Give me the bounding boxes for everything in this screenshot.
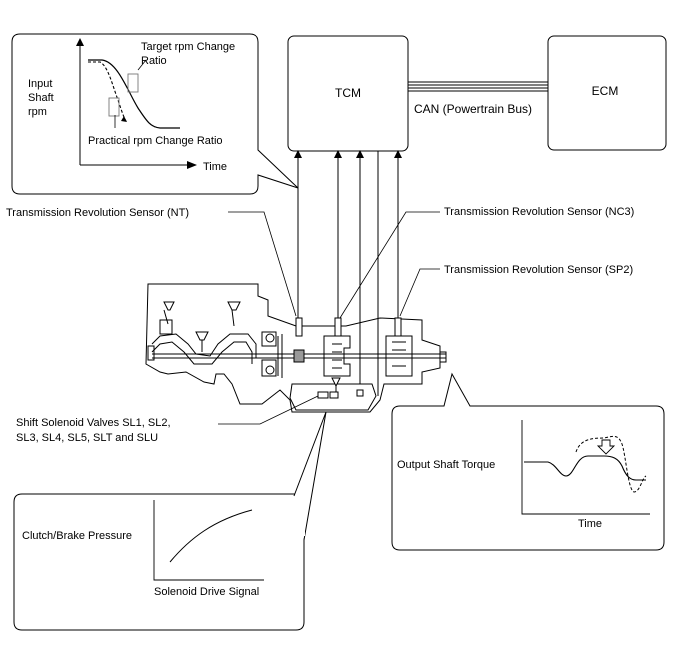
target-rpm-label-2: Ratio — [141, 55, 167, 67]
torque-ylabel: Output Shaft Torque — [397, 459, 495, 471]
rpm-time-label: Time — [203, 161, 227, 173]
ecm-label: ECM — [592, 84, 619, 98]
solenoid-label-2: SL3, SL4, SL5, SLT and SLU — [16, 432, 158, 444]
torque-graph-callout: Output Shaft Torque Time — [391, 372, 665, 551]
pressure-graph-callout: Clutch/Brake Pressure Solenoid Drive Sig… — [13, 411, 327, 631]
pressure-xlabel: Solenoid Drive Signal — [154, 586, 259, 598]
can-bus-lines — [408, 81, 548, 92]
ecm-box: ECM — [547, 35, 667, 151]
can-bus-label: CAN (Powertrain Bus) — [414, 102, 532, 116]
solenoid-label-1: Shift Solenoid Valves SL1, SL2, — [16, 417, 171, 429]
sensor-nt-label: Transmission Revolution Sensor (NT) — [6, 207, 189, 219]
rpm-ylabel-2: Shaft — [28, 92, 54, 104]
pressure-ylabel: Clutch/Brake Pressure — [22, 530, 132, 542]
rpm-ylabel-3: rpm — [28, 106, 47, 118]
sensor-nc3-label: Transmission Revolution Sensor (NC3) — [444, 206, 634, 218]
solenoid-label: Shift Solenoid Valves SL1, SL2, SL3, SL4… — [16, 395, 319, 444]
torque-time-label: Time — [578, 518, 602, 530]
sensor-labels: Transmission Revolution Sensor (NT) Tran… — [6, 206, 634, 319]
tcm-box: TCM — [287, 35, 409, 152]
target-rpm-label-1: Target rpm Change — [141, 41, 235, 53]
tcm-label: TCM — [335, 86, 361, 100]
sensor-sp2-label: Transmission Revolution Sensor (SP2) — [444, 264, 633, 276]
transmission-assembly — [145, 283, 447, 413]
rpm-ylabel-1: Input — [28, 78, 52, 90]
rpm-graph-callout: Input Shaft rpm Target rpm Change Ratio … — [11, 33, 299, 195]
sensor-signal-lines — [294, 150, 402, 396]
practical-rpm-label: Practical rpm Change Ratio — [88, 135, 223, 147]
